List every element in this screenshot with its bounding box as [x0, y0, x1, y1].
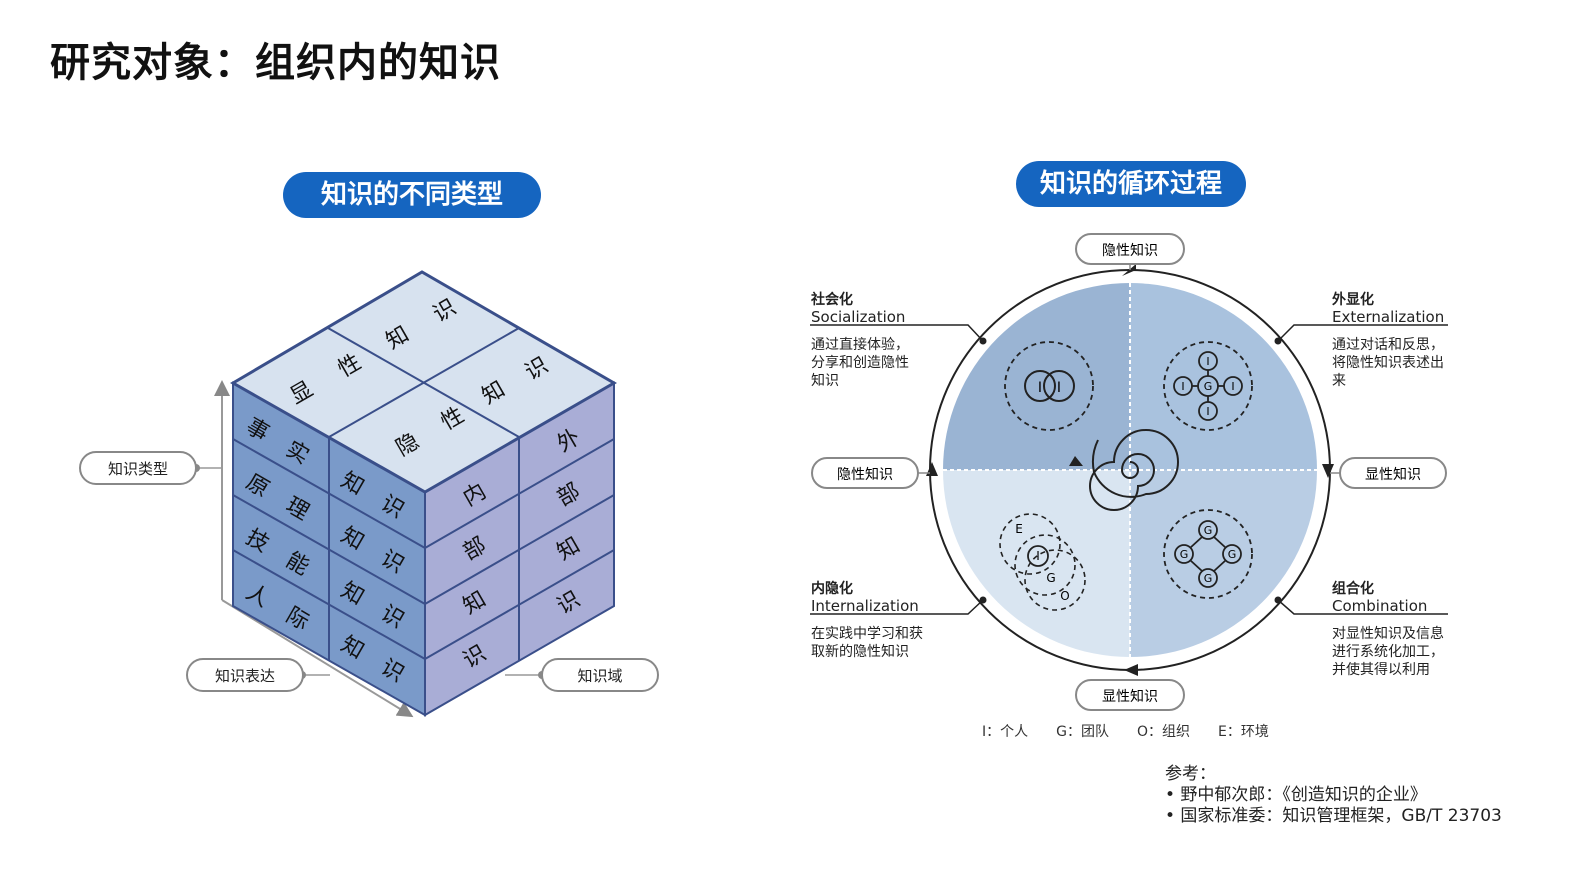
diagram-text-57: 分享和创造隐性 — [811, 354, 909, 371]
reference-2: • 国家标准委：知识管理框架，GB/T 23703 — [1165, 806, 1502, 826]
diagram-text-37: G — [1204, 380, 1213, 393]
externalization-en: Externalization — [1332, 308, 1444, 326]
references: 参考： • 野中郁次郎：《创造知识的企业》 • 国家标准委：知识管理框架，GB/… — [1165, 764, 1502, 827]
diagram-text-47: G — [1204, 572, 1213, 585]
diagram-text-58: 知识 — [811, 372, 839, 389]
diagram-text-72: 并使其得以利用 — [1332, 661, 1430, 678]
diagram-text-42: E — [1015, 522, 1023, 536]
diagram-text-40: I — [1181, 380, 1184, 393]
diagram-text-36: I — [1057, 380, 1061, 396]
diagram-text-63: 来 — [1332, 373, 1346, 389]
spiral-icon — [1089, 429, 1179, 511]
diagram-text-35: I — [1038, 380, 1042, 396]
label-knowledge-expression: 知识表达 — [215, 667, 275, 685]
diagram-text-71: 进行系统化加工， — [1332, 644, 1444, 660]
diagram-text-62: 将隐性知识表述出 — [1332, 354, 1444, 371]
diagram-text-44: G — [1046, 571, 1055, 585]
socialization-cn: 社会化 — [810, 291, 853, 308]
combination-cn: 组合化 — [1332, 580, 1374, 597]
diagram-text-56: 通过直接体验， — [811, 336, 909, 353]
diagram-text-39: I — [1206, 405, 1209, 418]
socialization-en: Socialization — [811, 308, 905, 326]
diagram-text-45: O — [1060, 589, 1069, 603]
references-heading: 参考： — [1165, 764, 1216, 784]
diagram-text-61: 通过对话和反思， — [1332, 337, 1444, 353]
diagram-text-66: 在实践中学习和获 — [811, 626, 923, 642]
externalization-cn: 外显化 — [1332, 291, 1374, 308]
reference-1: • 野中郁次郎：《创造知识的企业》 — [1165, 785, 1427, 805]
diagram-text-48: G — [1180, 548, 1189, 561]
page-title: 研究对象：组织内的知识 — [50, 40, 501, 86]
label-right-explicit: 显性知识 — [1365, 466, 1421, 483]
diagram-text-67: 取新的隐性知识 — [811, 643, 909, 660]
combination-en: Combination — [1332, 597, 1427, 615]
label-left-tacit: 隐性知识 — [837, 466, 893, 483]
seci-legend: I：个人 G：团队 O：组织 E：环境 — [982, 724, 1269, 740]
expression-axis — [221, 599, 414, 718]
label-top-tacit: 隐性知识 — [1102, 242, 1158, 259]
diagram-text-70: 对显性知识及信息 — [1332, 625, 1444, 642]
label-knowledge-domain: 知识域 — [577, 667, 622, 685]
internalization-cn: 内隐化 — [811, 580, 853, 597]
label-bottom-explicit: 显性知识 — [1102, 688, 1158, 705]
diagram-text-46: G — [1204, 524, 1213, 537]
knowledge-cycle-pill: 知识的循环过程 — [1016, 161, 1246, 207]
diagram-text-41: I — [1231, 380, 1234, 393]
diagram-text-49: G — [1228, 548, 1237, 561]
internalization-en: Internalization — [811, 597, 919, 615]
label-knowledge-type: 知识类型 — [108, 460, 168, 478]
diagram-text-38: I — [1206, 355, 1209, 368]
diagram-text-43: I — [1036, 549, 1040, 563]
knowledge-types-pill: 知识的不同类型 — [283, 172, 541, 218]
